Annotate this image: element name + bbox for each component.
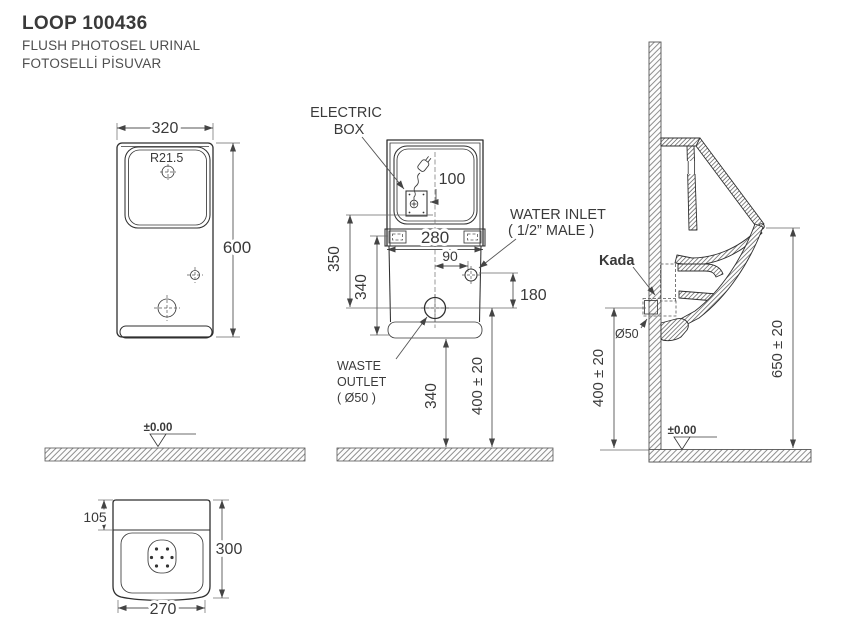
dim-water-inlet-drop-label: 180 bbox=[520, 287, 547, 304]
dim-electric-box-offset-label: 100 bbox=[439, 171, 466, 188]
plug-icon bbox=[413, 156, 432, 200]
mid-bowl-outer-rim bbox=[393, 145, 478, 225]
strainer-icon bbox=[147, 539, 177, 574]
floor-level-label-right: ±0.00 bbox=[668, 425, 697, 437]
dim-front-height: 600 bbox=[216, 142, 254, 338]
dim-bottom-width: 270 bbox=[117, 598, 206, 621]
mid-body-right-edge bbox=[478, 245, 482, 323]
dim-water-inlet-drop: 180 bbox=[479, 272, 547, 308]
mounting-bracket-right bbox=[463, 230, 482, 244]
dim-mount-to-bottom: 340 bbox=[350, 235, 390, 336]
installation-view: 280 bbox=[310, 105, 606, 462]
dim-mount-to-bottom-label: 340 bbox=[353, 274, 370, 300]
dim-side-outlet-height: 400 ± 20 bbox=[587, 307, 646, 448]
dim-bottom-width-label: 270 bbox=[150, 601, 177, 618]
mid-frame-inner bbox=[389, 142, 481, 246]
title-block: LOOP 100436 FLUSH PHOTOSEL URINAL FOTOSE… bbox=[22, 13, 200, 71]
front-view: R21.5 320 bbox=[44, 117, 306, 462]
dim-depth-label: 300 bbox=[216, 541, 243, 558]
mounting-bracket-left bbox=[388, 230, 407, 244]
front-bowl-inner-rim bbox=[128, 149, 207, 226]
dim-rim-depth-label: 105 bbox=[83, 509, 107, 525]
water-inlet-mark bbox=[462, 266, 480, 284]
top-bowl-rim bbox=[120, 532, 204, 594]
section-back-wall bbox=[686, 145, 698, 231]
dim-outlet-height-label: 400 ± 20 bbox=[469, 357, 486, 415]
dim-rim-height: 650 ± 20 bbox=[766, 227, 800, 448]
dim-rim-to-outlet-label: 350 bbox=[326, 246, 343, 272]
dim-front-width-label: 320 bbox=[152, 120, 179, 137]
dim-rim-height-label: 650 ± 20 bbox=[769, 320, 786, 378]
water-inlet-label-line2: ( 1/2” MALE ) bbox=[508, 223, 594, 239]
trap-callout: Kada bbox=[599, 253, 656, 296]
dim-outlet-height: 400 ± 20 bbox=[466, 308, 496, 447]
dim-side-outlet-height-label: 400 ± 20 bbox=[590, 349, 607, 407]
electric-box-icon bbox=[405, 190, 428, 217]
outlet-diameter-label: Ø50 bbox=[615, 327, 639, 341]
top-view-outline bbox=[112, 499, 211, 602]
dim-bottom-to-floor-label: 340 bbox=[423, 383, 440, 409]
floor-level-mark-left: ±0.00 bbox=[144, 422, 196, 448]
dim-depth: 300 bbox=[213, 499, 245, 599]
outlet-diameter-callout: Ø50 bbox=[615, 318, 648, 341]
electric-box-label-line2: BOX bbox=[334, 122, 365, 138]
waste-outlet-label-line3: ( Ø50 ) bbox=[337, 391, 376, 405]
floor-hatch-left bbox=[44, 447, 306, 462]
dim-mounting-width: 280 bbox=[387, 225, 483, 253]
product-name-tr: FOTOSELLİ PİSUVAR bbox=[22, 56, 162, 71]
front-base-pill bbox=[119, 325, 213, 339]
waste-outlet-label-line2: OUTLET bbox=[337, 375, 387, 389]
dim-rim-depth: 105 bbox=[80, 499, 113, 531]
mid-base-pill bbox=[387, 321, 483, 339]
section-trap-arm-upper bbox=[677, 263, 724, 278]
mid-body-left-edge bbox=[388, 245, 392, 323]
urinal-cross-section bbox=[660, 137, 765, 342]
dim-mounting-width-label: 280 bbox=[421, 228, 449, 247]
mid-frame-outer bbox=[386, 139, 484, 246]
section-front-slope bbox=[695, 137, 765, 230]
section-foot bbox=[660, 318, 689, 342]
electric-box-label-line1: ELECTRIC bbox=[310, 105, 382, 121]
hidden-outlet-duct bbox=[642, 263, 677, 317]
dim-electric-box-offset: 100 bbox=[430, 168, 468, 206]
front-bowl-outer-rim bbox=[124, 146, 211, 229]
waste-outlet-mark bbox=[421, 294, 449, 322]
section-top-rim bbox=[660, 137, 701, 147]
floor-level-label-left: ±0.00 bbox=[144, 422, 173, 434]
model-number: LOOP 100436 bbox=[22, 13, 148, 34]
water-inlet-callout: WATER INLET ( 1/2” MALE ) bbox=[478, 207, 606, 269]
water-inlet-label-line1: WATER INLET bbox=[510, 207, 606, 223]
front-view-body-outline bbox=[116, 142, 214, 338]
waste-outlet-callout: WASTE OUTLET ( Ø50 ) bbox=[337, 316, 428, 405]
floor-hatch-middle bbox=[336, 447, 554, 462]
waste-outlet-label-line1: WASTE bbox=[337, 359, 381, 373]
floor-level-mark-right: ±0.00 bbox=[668, 425, 717, 451]
dim-front-width: 320 bbox=[116, 117, 214, 140]
electric-box-callout: ELECTRIC BOX bbox=[310, 105, 405, 190]
bowl-radius-label: R21.5 bbox=[150, 151, 183, 165]
wall-section bbox=[648, 41, 662, 463]
dim-water-inlet-offset-label: 90 bbox=[442, 248, 458, 264]
dim-front-height-label: 600 bbox=[223, 238, 251, 257]
dim-water-inlet-offset: 90 bbox=[435, 245, 469, 272]
dim-rim-to-outlet: 350 bbox=[323, 214, 433, 307]
section-lower-slope bbox=[674, 223, 764, 330]
inlet-crosshair-mark bbox=[187, 267, 203, 283]
section-inlet-gap bbox=[685, 161, 696, 174]
trap-label: Kada bbox=[599, 253, 635, 269]
side-section-view: Kada Ø50 400 ± 20 650 ± 20 ±0.00 bbox=[587, 41, 812, 463]
product-name-en: FLUSH PHOTOSEL URINAL bbox=[22, 38, 201, 53]
sensor-center-mark bbox=[160, 164, 176, 180]
dim-bottom-to-floor: 340 bbox=[420, 339, 450, 447]
outlet-crosshair-mark bbox=[154, 295, 180, 321]
top-view: 105 300 270 bbox=[80, 499, 245, 621]
floor-hatch-right bbox=[648, 449, 812, 463]
mounting-rail bbox=[384, 228, 486, 247]
